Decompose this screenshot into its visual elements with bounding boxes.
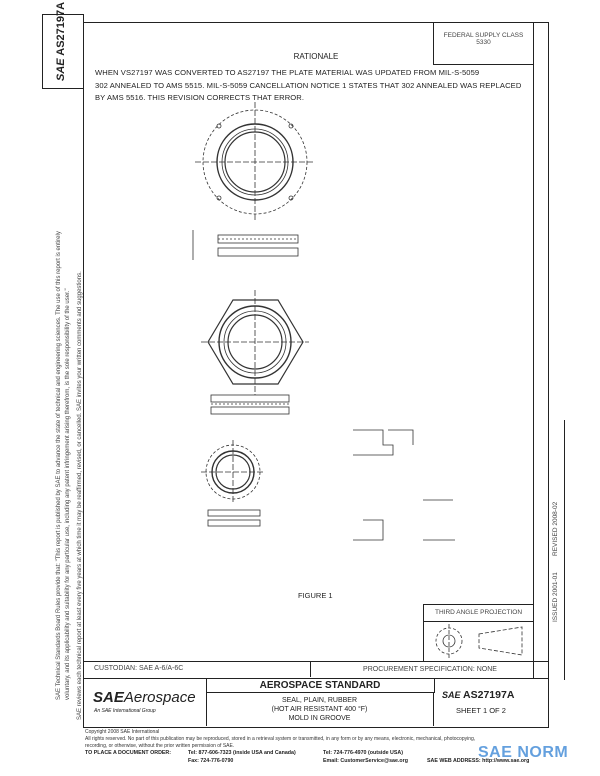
rights-line: All rights reserved. No part of this pub… (85, 736, 476, 742)
sae-norm-watermark: SAE NORM (478, 744, 569, 761)
third-angle-projection-symbol (435, 624, 523, 658)
rationale-line: WHEN VS27197 WAS CONVERTED TO AS27197 TH… (95, 68, 480, 77)
bottom-view (201, 440, 265, 504)
projection-label: THIRD ANGLE PROJECTION (424, 605, 533, 622)
copyright: Copyright 2008 SAE International (85, 729, 160, 735)
rationale-text: WHEN VS27197 WAS CONVERTED TO AS27197 TH… (95, 67, 521, 105)
footer: Copyright 2008 SAE International All rig… (85, 729, 475, 750)
revision-strip: ISSUED 2001-01 REVISED 2008-02 (548, 420, 565, 680)
issued-date: ISSUED 2001-01 (552, 572, 559, 622)
bottom-section (207, 509, 261, 527)
rationale-line: BY AMS 5516. THIS REVISION CORRECTS THAT… (95, 93, 305, 102)
sae-logo: SAE (55, 58, 67, 81)
middle-view (201, 290, 309, 395)
side-notice-line2: voluntary, and its applicability and sui… (65, 288, 71, 700)
rationale-title: RATIONALE (293, 52, 339, 61)
inner-right-rule (533, 22, 534, 678)
side-tab: SAE AS27197A (42, 2, 84, 89)
email: Email: CustomerService@sae.org (323, 758, 408, 764)
fsc-line1: FEDERAL SUPPLY CLASS (443, 32, 524, 39)
custodian: CUSTODIAN: SAE A-6/A-6C (94, 665, 184, 672)
web-address: SAE WEB ADDRESS: http://www.sae.org (427, 758, 530, 764)
title-block: SAEAerospace An SAE International Group … (83, 678, 549, 728)
title-line: SEAL, PLAIN, RUBBER (281, 697, 358, 704)
document-title: SEAL, PLAIN, RUBBER (HOT AIR RESISTANT 4… (206, 693, 434, 726)
side-notice-line1: SAE Technical Standards Board Rules prov… (56, 231, 62, 700)
sheet-number: SHEET 1 OF 2 (456, 706, 506, 715)
seal-drawing (192, 102, 455, 541)
title-line: (HOT AIR RESISTANT 400 °F) (271, 706, 368, 713)
tel-us: Tel: 877-606-7323 (inside USA and Canada… (188, 750, 296, 756)
rationale-line: 302 ANNEALED TO AMS 5515. MIL-S-5059 CAN… (95, 80, 522, 90)
title-line: MOLD IN GROOVE (288, 715, 351, 722)
sae-aerospace-logo: SAEAerospace An SAE International Group (84, 679, 207, 726)
middle-section (210, 394, 290, 415)
figure-label: FIGURE 1 (298, 591, 333, 600)
tel-intl: Tel: 724-776-4970 (outside USA) (323, 750, 403, 756)
standard-type: AEROSPACE STANDARD (206, 679, 435, 693)
top-view (195, 102, 315, 222)
doc-number: AS27197A (463, 689, 515, 701)
sae-logo: SAE (442, 690, 461, 700)
fsc-box: FEDERAL SUPPLY CLASS 5330 (433, 22, 533, 65)
side-doc-number: AS27197A (55, 1, 67, 56)
doc-number-block: SAE AS27197A (442, 689, 514, 701)
custodian-row: CUSTODIAN: SAE A-6/A-6C PROCUREMENT SPEC… (83, 661, 549, 679)
detail-views (353, 429, 455, 541)
revised-date: REVISED 2008-02 (552, 501, 559, 556)
order-label: TO PLACE A DOCUMENT ORDER: (85, 750, 172, 756)
projection-box: THIRD ANGLE PROJECTION (423, 604, 534, 662)
procurement-spec: PROCUREMENT SPECIFICATION: NONE (363, 666, 497, 673)
top-section (192, 230, 299, 260)
fsc-line2: 5330 (476, 39, 491, 46)
fax: Fax: 724-776-0790 (188, 758, 234, 764)
rights-line: recording, or otherwise, without the pri… (85, 743, 235, 749)
